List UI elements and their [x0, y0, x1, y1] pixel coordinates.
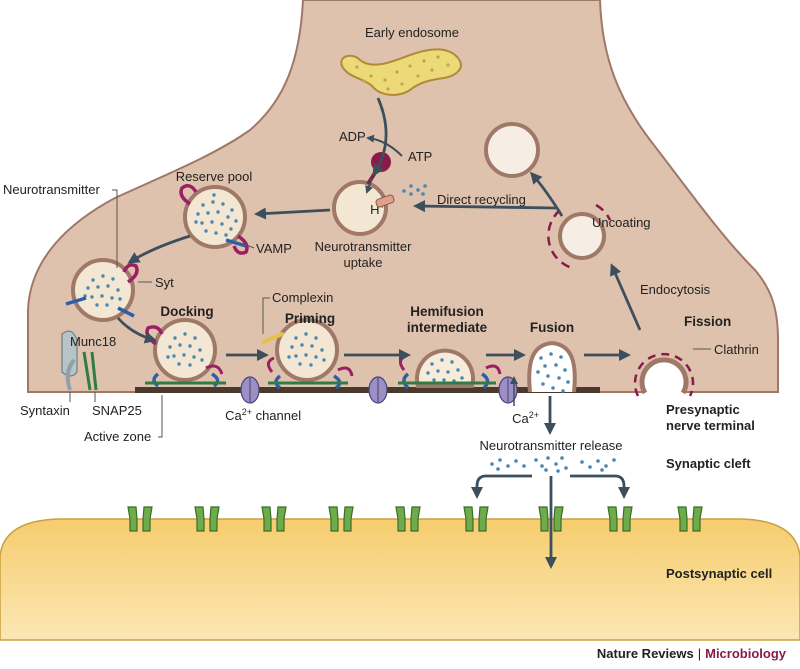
credit-journal: Nature Reviews — [596, 646, 694, 661]
receptor-icon — [328, 506, 354, 532]
endosome-to-uptake-arrow — [372, 97, 388, 177]
munc18-label: Munc18 — [70, 334, 116, 349]
synaptic-cleft-label: Synaptic cleft — [666, 456, 751, 471]
active-zone-band — [135, 387, 600, 393]
vamp-leader — [243, 243, 255, 249]
vamp-label: VAMP — [256, 241, 292, 256]
ca-charge: 2+ — [529, 410, 539, 420]
active-zone-label: Active zone — [84, 429, 151, 444]
credit-line: Nature Reviews|Microbiology — [597, 646, 786, 661]
ca-channel-suffix: channel — [252, 408, 301, 423]
neurotransmitter-label: Neurotransmitter — [3, 182, 100, 197]
uncoating-to-vesicle-arrow — [530, 171, 564, 217]
hemifusion-vesicle-icon — [398, 348, 502, 390]
complexin-leader — [262, 297, 270, 334]
postsynaptic-cell-label: Postsynaptic cell — [666, 566, 772, 581]
reserve-pool-label: Reserve pool — [176, 169, 253, 184]
complexin-label: Complexin — [272, 290, 333, 305]
calcium-channel-icon — [368, 376, 388, 404]
credit-section: Microbiology — [705, 646, 786, 661]
presynaptic-label-line1: Presynaptic — [666, 402, 740, 417]
diffusion-left-arrow — [471, 474, 532, 499]
ca-symbol: Ca — [512, 411, 529, 426]
active-zone-leader — [158, 395, 163, 438]
syntaxin-label: Syntaxin — [20, 403, 70, 418]
early-endosome-label: Early endosome — [365, 25, 459, 40]
atp-label: ATP — [408, 149, 432, 164]
uptake-label-line2: uptake — [343, 255, 382, 270]
endocytosis-arrow — [610, 263, 642, 331]
receptor-icon — [677, 506, 703, 532]
uncoating-label: Uncoating — [592, 215, 651, 230]
ca-influx-label: Ca2+ — [494, 410, 550, 426]
receptor-icon — [538, 506, 564, 532]
recycled-neurotransmitter — [402, 184, 427, 196]
ca-charge: 2+ — [242, 407, 252, 417]
uptake-to-reserve-arrow — [254, 207, 331, 220]
docking-vesicle-icon — [145, 318, 226, 388]
complexin-icon — [262, 332, 284, 344]
receptor-icon — [395, 506, 421, 532]
hemifusion-label-line2: intermediate — [407, 320, 488, 335]
direct-recycling-arrow — [413, 200, 557, 213]
postsynaptic-cell — [0, 518, 800, 641]
released-neurotransmitter — [490, 456, 616, 473]
endocytosis-label: Endocytosis — [640, 282, 711, 297]
receptor-row — [127, 506, 703, 532]
diffusion-right-arrow — [570, 474, 630, 499]
presynaptic-label-line2: nerve terminal — [666, 418, 755, 433]
calcium-channel-icon — [240, 376, 260, 404]
clathrin-label: Clathrin — [714, 342, 759, 357]
recycled-vesicle-icon — [484, 122, 540, 178]
hemifusion-label-line1: Hemifusion — [410, 304, 484, 319]
clathrin-coat-icon — [633, 352, 695, 397]
receptor-icon — [607, 506, 633, 532]
reserve-pool-vesicle-icon — [179, 184, 249, 255]
neurotransmitter-leader — [112, 189, 118, 268]
cycle-arrows — [116, 97, 642, 361]
priming-label: Priming — [285, 311, 335, 326]
ca-channel-label: Ca2+ channel — [207, 407, 312, 423]
fission-pit-icon — [639, 357, 689, 395]
snap25-label: SNAP25 — [92, 403, 142, 418]
adp-label: ADP — [339, 129, 366, 144]
presynaptic-terminal — [27, 0, 779, 393]
docking-label: Docking — [160, 304, 213, 319]
uncoating-vesicle-icon — [547, 203, 612, 270]
fusion-label: Fusion — [530, 320, 574, 335]
receptor-icon — [127, 506, 153, 532]
fusion-vesicle-icon — [527, 340, 577, 393]
ca-symbol: Ca — [225, 408, 242, 423]
reserve-to-syt-arrow — [127, 234, 191, 264]
proton-symbol: H — [370, 202, 379, 217]
syt-label: Syt — [155, 275, 174, 290]
early-endosome-icon — [340, 48, 462, 96]
receptor-icon — [194, 506, 220, 532]
transporter-icon — [375, 194, 395, 208]
munc18-icon — [61, 330, 78, 377]
receptor-icon — [463, 506, 489, 532]
fission-label: Fission — [684, 314, 731, 329]
snap25-icon — [82, 351, 98, 391]
diffusion-arrows — [471, 474, 630, 569]
syt-to-docking-arrow — [116, 317, 157, 344]
uptake-label-line1: Neurotransmitter — [315, 239, 412, 254]
receptor-icon — [261, 506, 287, 532]
neurotransmitter-release-label: Neurotransmitter release — [479, 438, 622, 453]
credit-separator: | — [697, 646, 702, 661]
proton-arrow — [365, 177, 373, 194]
syt-vesicle-icon — [65, 258, 139, 322]
priming-vesicle-icon — [267, 318, 354, 390]
uptake-vesicle-icon — [332, 180, 388, 236]
direct-recycling-label: Direct recycling — [437, 192, 526, 207]
syntaxin-icon — [65, 358, 76, 391]
